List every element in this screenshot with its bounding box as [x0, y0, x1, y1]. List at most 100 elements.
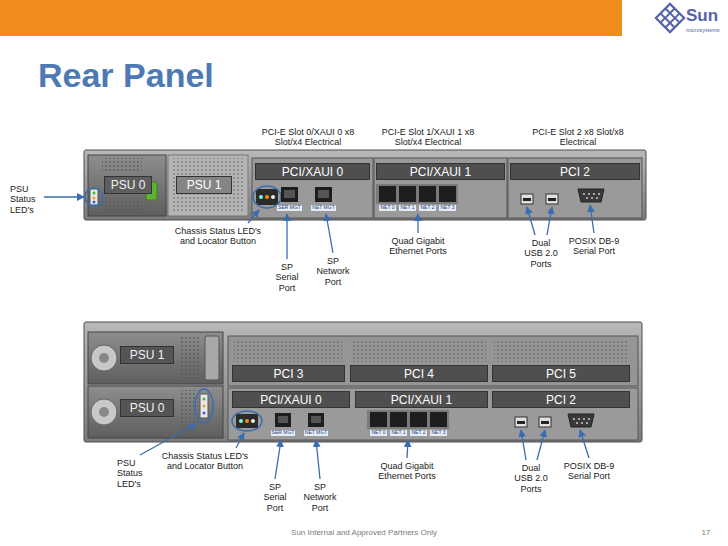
led [251, 419, 255, 423]
slot-label: PCI/XAUI 0 [282, 166, 343, 178]
page-number: 17 [702, 528, 711, 537]
rj45-port [410, 412, 427, 427]
leader-line [140, 424, 196, 455]
port-label: NET 1 [399, 205, 415, 211]
rj45-port [419, 186, 436, 202]
callout-label: PSU Status LED's [10, 184, 42, 215]
slot-label: PCI/XAUI 0 [260, 394, 321, 406]
slot-label: PSU 0 [111, 179, 146, 191]
nic-bracket [376, 184, 458, 204]
db9-connector [568, 414, 594, 427]
slot-label-panel: PCI 4 [350, 365, 488, 382]
led [203, 405, 206, 408]
led [93, 201, 96, 204]
callout-label: Dual USB 2.0 Ports [513, 463, 549, 494]
callout-label: SP Network Port [312, 256, 354, 287]
callout-label: SP Serial Port [272, 262, 302, 293]
slot-cover-grille [494, 340, 628, 362]
port-label: NET MGT [304, 430, 328, 436]
rj45-port [281, 187, 298, 202]
slot-label: PCI/XAUI 1 [410, 166, 471, 178]
leader-line [316, 440, 320, 479]
db9-pin [583, 418, 585, 420]
rj45-port [275, 413, 291, 427]
server-1u-rear [84, 150, 646, 220]
leader-line [326, 214, 333, 253]
highlight-ring [85, 188, 103, 206]
pcie-slot-bay [252, 158, 373, 218]
slot-label: PCI 2 [546, 394, 576, 406]
psu-handle [205, 336, 219, 380]
callout-label: POSIX DB-9 Serial Port [565, 236, 623, 257]
psu-grille [102, 158, 142, 172]
led [245, 419, 249, 423]
leader-line [286, 214, 287, 259]
chassis-led-block [256, 189, 278, 205]
slot-label: PCI 2 [560, 166, 590, 178]
port-label: NET 3 [439, 205, 455, 211]
rj45-port [278, 416, 288, 423]
callout-label: Chassis Status LED's and Locator Button [172, 226, 264, 247]
port-label: NET 2 [410, 430, 426, 436]
db9-connector [578, 189, 604, 202]
callout-label: PCI-E Slot 1/XAUI 1 x8 Slot/x4 Electrica… [380, 127, 476, 148]
psu-filler [168, 155, 248, 216]
logo-text: microsystems [686, 27, 720, 33]
led [271, 195, 275, 199]
db9-pin [573, 418, 575, 420]
usb-port [546, 194, 558, 204]
callout-label: Chassis Status LED's and Locator Button [159, 451, 251, 472]
leader-line [547, 207, 552, 235]
callout-label: POSIX DB-9 Serial Port [560, 461, 618, 482]
sun-logo-mark [660, 13, 674, 27]
slot-cover-grille [234, 340, 342, 362]
leader-line [580, 430, 589, 458]
rj45-port [370, 412, 387, 427]
slot-label-panel: PSU 1 [120, 346, 174, 364]
db9-pin [586, 422, 588, 424]
port-label: SER MGT [277, 205, 302, 211]
db9-pin [588, 418, 590, 420]
callout-label: Quad Gigabit Ethernet Ports [374, 461, 440, 482]
rj45-port [318, 190, 329, 198]
callout-label: SP Network Port [299, 482, 341, 513]
footer-note: Sun Internal and Approved Partners Only [291, 528, 437, 537]
usb-port [523, 198, 531, 201]
psu-fan [99, 353, 109, 363]
led [93, 197, 96, 200]
rj45-port [439, 186, 456, 202]
callout-label: Quad Gigabit Ethernet Ports [385, 236, 451, 257]
port-label: NET 1 [390, 430, 406, 436]
highlight-ring [232, 411, 262, 431]
slot-label-panel: PCI 5 [492, 365, 630, 382]
db9-pin [593, 193, 595, 195]
callout-label: PSU Status LED's [117, 458, 149, 489]
usb-port [521, 194, 533, 204]
sun-logo-mark [656, 4, 684, 32]
callout-label: Dual USB 2.0 Ports [523, 238, 559, 269]
sun-logo-mark [656, 4, 684, 32]
port-label: NET MGT [311, 205, 335, 211]
slot-label-panel: PCI 3 [232, 365, 345, 382]
slot-label: PSU 0 [130, 402, 165, 414]
psu-fan [91, 399, 117, 425]
leader-line [236, 433, 244, 448]
usb-port [541, 421, 549, 424]
rj45-port [284, 190, 295, 198]
db9-pin [586, 197, 588, 199]
slot-label: PCI/XAUI 1 [391, 394, 452, 406]
port-label: SER MGT [271, 430, 296, 436]
slot-label-panel: PCI/XAUI 0 [232, 391, 350, 408]
usb-port [515, 417, 527, 427]
leader-line [527, 207, 535, 235]
port-label: NET 2 [419, 205, 435, 211]
slot-label-panel: PCI/XAUI 0 [255, 163, 370, 180]
rj45-port [308, 413, 324, 427]
db9-pin [583, 193, 585, 195]
logo-text: Sun [686, 6, 718, 26]
chassis-led-block [236, 414, 258, 428]
psu-fan [99, 407, 109, 417]
slot-label-panel: PCI/XAUI 1 [355, 391, 488, 408]
psu-led-strip [90, 189, 98, 205]
leader-line [521, 430, 526, 460]
